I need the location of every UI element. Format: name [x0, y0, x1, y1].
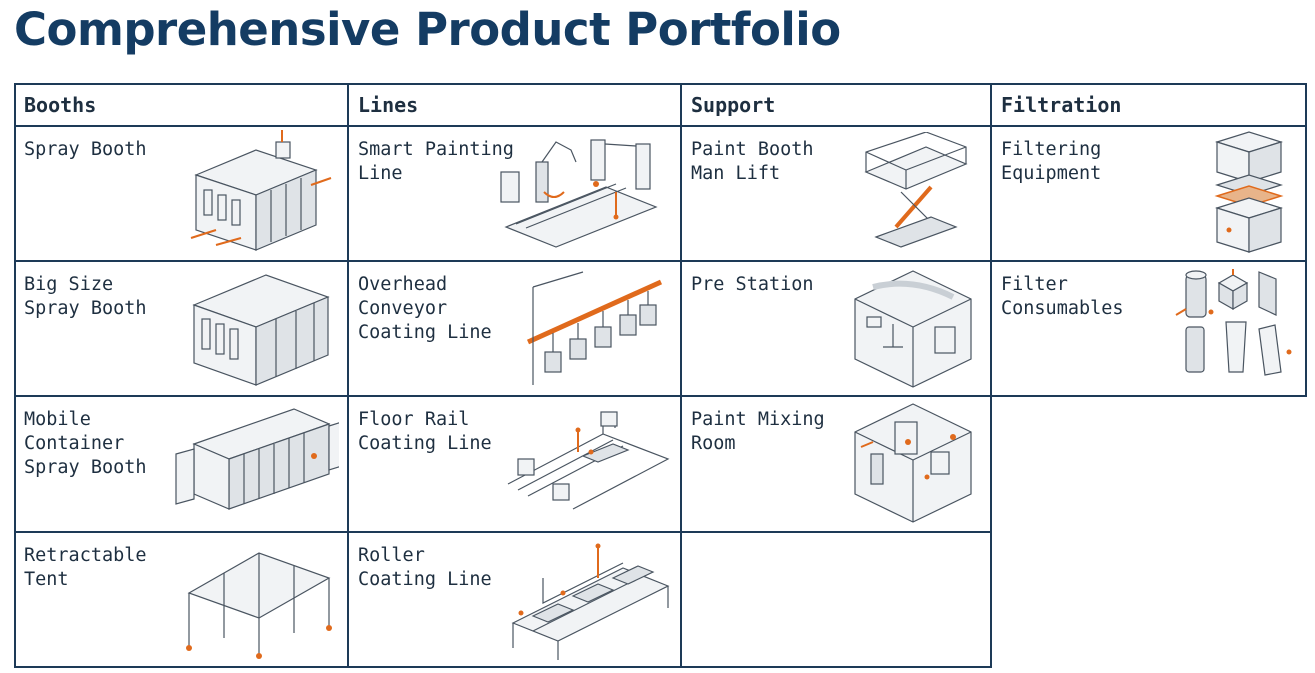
spray-booth-icon — [190, 130, 332, 251]
grid-line — [1305, 83, 1307, 397]
scissor-lift-icon — [864, 132, 968, 248]
grid-line — [14, 531, 992, 533]
grid-line — [14, 125, 1307, 127]
retractable-tent-icon — [186, 552, 332, 659]
column-header-booths: Booths — [14, 83, 348, 126]
pre-station-room-icon — [854, 270, 972, 388]
floor-rail-line-icon — [507, 411, 670, 510]
grid-line — [14, 666, 992, 668]
robot-painting-line-icon — [500, 139, 658, 248]
product-cell-spray-booth[interactable]: Spray Booth — [14, 126, 348, 261]
grid-line — [14, 260, 1307, 262]
product-label: Big Size Spray Booth — [24, 274, 147, 319]
product-cell-man-lift[interactable]: Paint Booth Man Lift — [681, 126, 991, 261]
product-label: Filter Consumables — [1001, 274, 1124, 319]
column-header-label: Support — [691, 93, 776, 117]
container-booth-icon — [175, 408, 339, 510]
roller-line-icon — [511, 543, 670, 660]
product-cell-mixing-room[interactable]: Paint Mixing Room — [681, 396, 991, 532]
product-label: Floor Rail Coating Line — [358, 409, 492, 454]
page-title: Comprehensive Product Portfolio — [14, 3, 841, 56]
product-cell-roller-line[interactable]: Roller Coating Line — [348, 532, 681, 667]
column-header-lines: Lines — [348, 83, 681, 126]
overhead-conveyor-icon — [526, 271, 663, 385]
product-label: Smart Painting Line — [358, 139, 514, 184]
grid-line — [14, 83, 16, 668]
product-label: Filtering Equipment — [1001, 139, 1102, 184]
product-label: Pre Station — [691, 274, 814, 295]
grid-line — [990, 83, 992, 668]
big-spray-booth-icon — [192, 274, 330, 386]
product-label: Roller Coating Line — [358, 545, 492, 590]
product-grid: Booths Lines Support Filtration Spray Bo… — [14, 83, 1307, 669]
product-cell-filtering-equipment[interactable]: Filtering Equipment — [991, 126, 1306, 261]
product-label: Paint Mixing Room — [691, 409, 825, 454]
filter-cartridges-icon — [1175, 269, 1292, 376]
column-header-filtration: Filtration — [991, 83, 1306, 126]
product-cell-overhead-conveyor[interactable]: Overhead Conveyor Coating Line — [348, 261, 681, 396]
column-header-support: Support — [681, 83, 991, 126]
product-cell-retractable-tent[interactable]: Retractable Tent — [14, 532, 348, 667]
product-label: Mobile Container Spray Booth — [24, 409, 147, 478]
product-cell-filter-consumables[interactable]: Filter Consumables — [991, 261, 1306, 396]
product-label: Retractable Tent — [24, 545, 147, 590]
grid-line — [14, 395, 1307, 397]
product-cell-smart-painting-line[interactable]: Smart Painting Line — [348, 126, 681, 261]
grid-line — [680, 83, 682, 668]
product-label: Overhead Conveyor Coating Line — [358, 274, 492, 343]
column-header-label: Lines — [358, 93, 419, 117]
product-cell-pre-station[interactable]: Pre Station — [681, 261, 991, 396]
column-header-label: Filtration — [1001, 93, 1122, 117]
mixing-room-icon — [854, 403, 972, 523]
filter-unit-icon — [1214, 131, 1284, 253]
product-label: Spray Booth — [24, 139, 147, 160]
column-header-label: Booths — [24, 93, 97, 117]
product-cell-floor-rail-line[interactable]: Floor Rail Coating Line — [348, 396, 681, 532]
product-cell-container-booth[interactable]: Mobile Container Spray Booth — [14, 396, 348, 532]
grid-line — [347, 83, 349, 668]
product-label: Paint Booth Man Lift — [691, 139, 814, 184]
product-cell-big-spray-booth[interactable]: Big Size Spray Booth — [14, 261, 348, 396]
grid-line — [14, 83, 1307, 85]
